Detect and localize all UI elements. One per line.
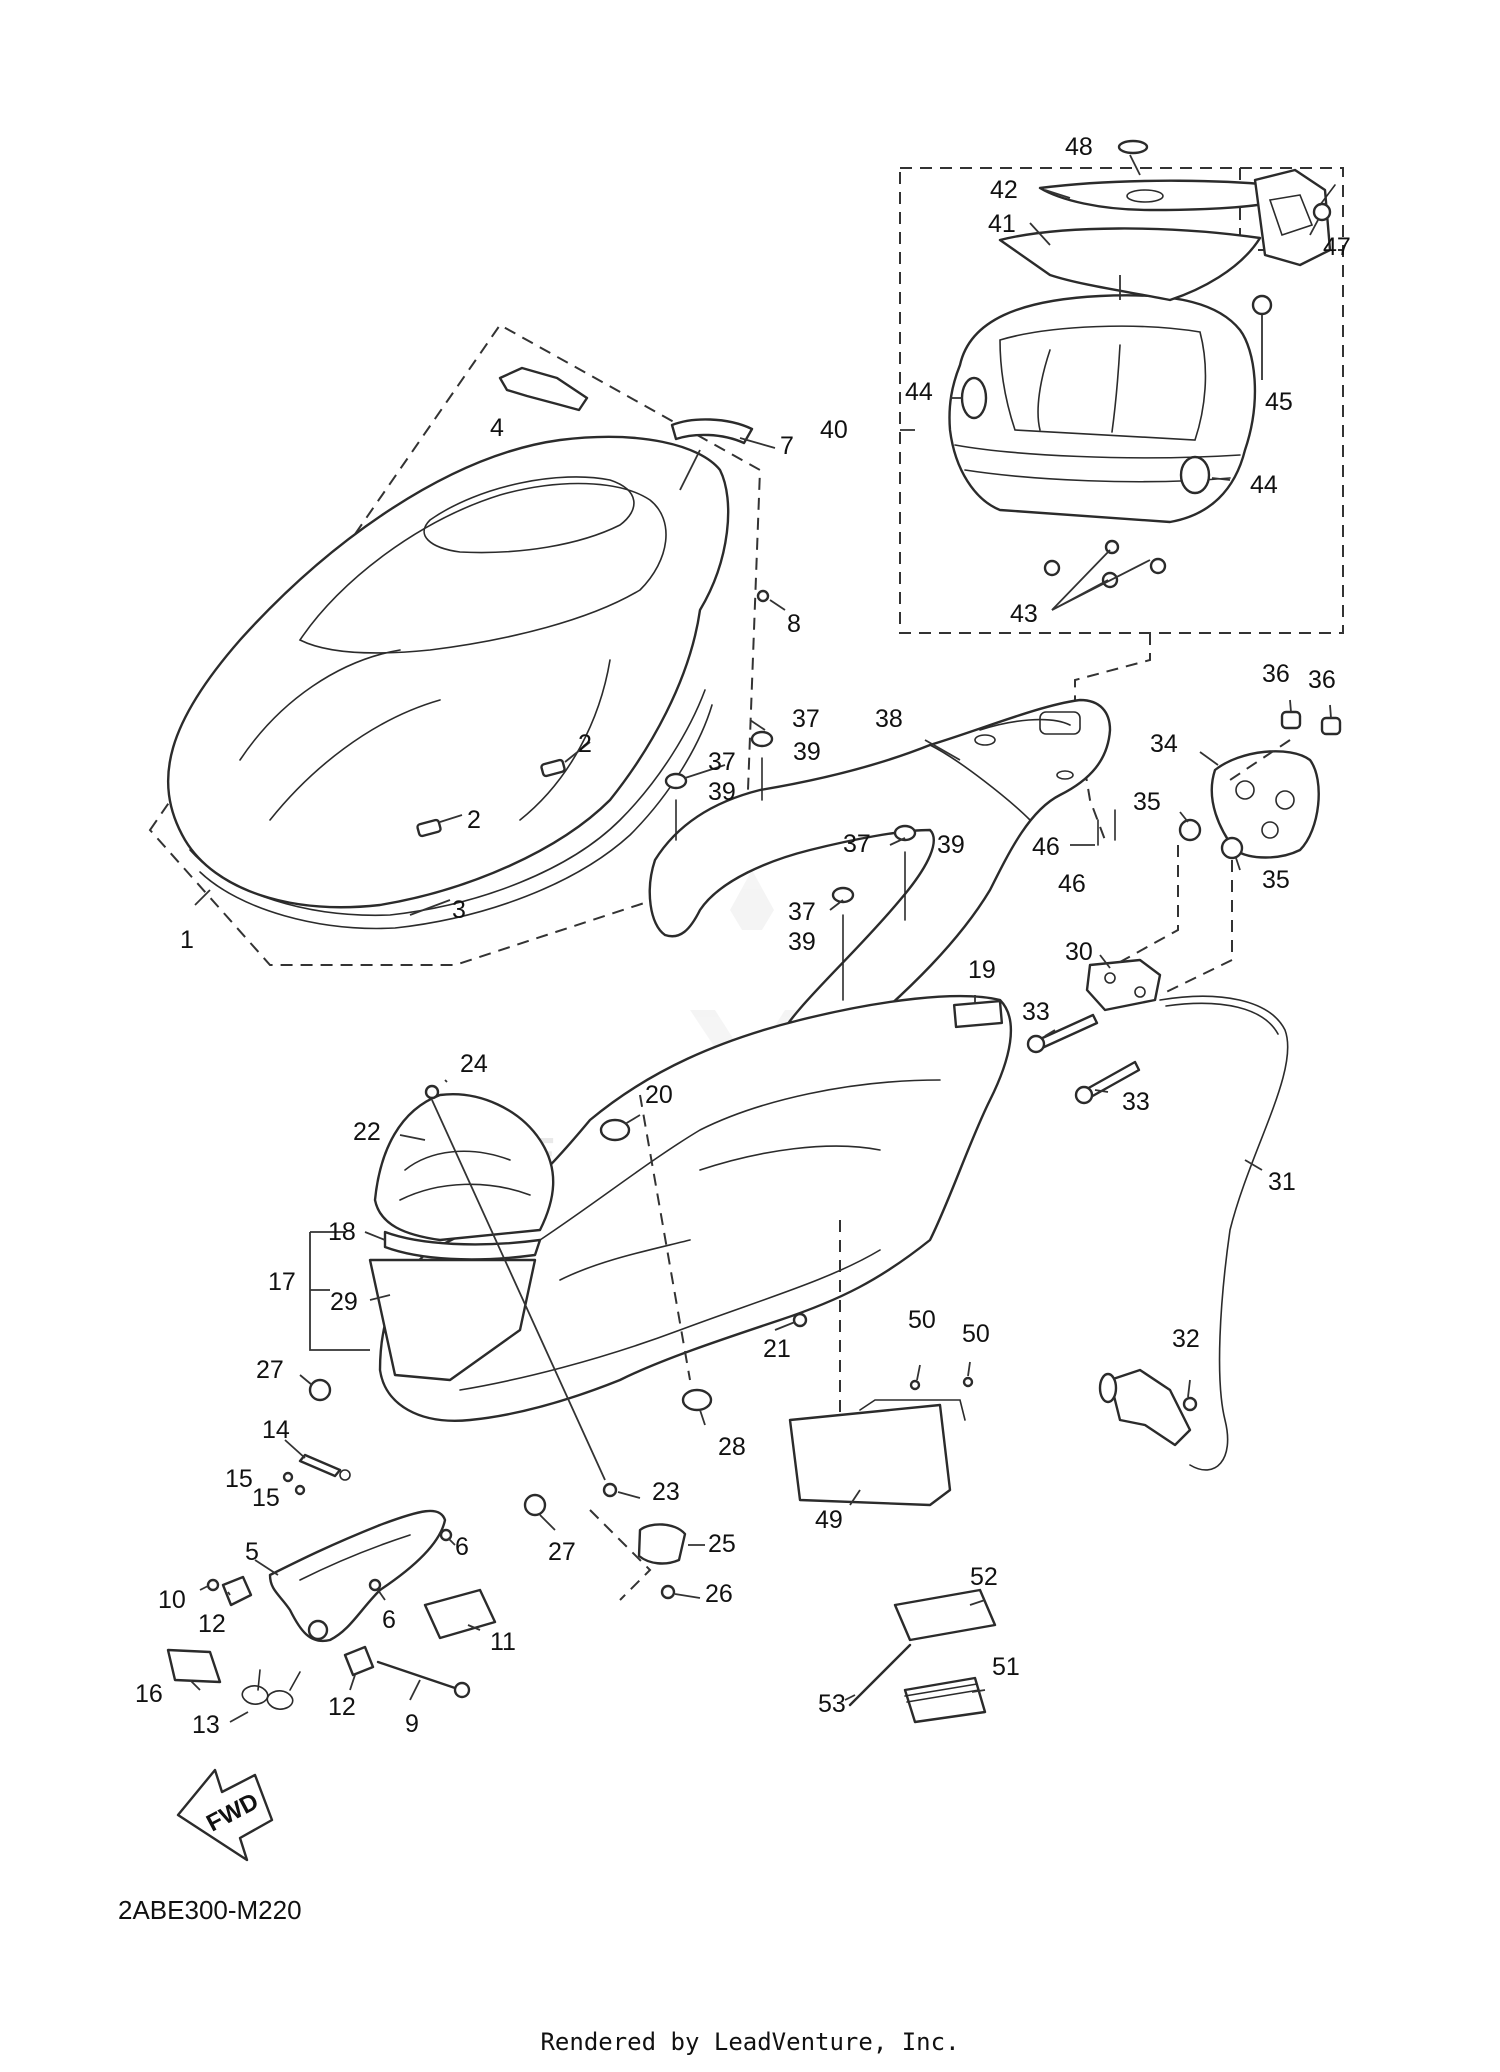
hinge-group bbox=[166, 1439, 497, 1723]
callout-33: 33 bbox=[1122, 1088, 1150, 1116]
callout-49: 49 bbox=[815, 1506, 843, 1534]
callout-4: 4 bbox=[490, 414, 504, 442]
callout-7: 7 bbox=[780, 432, 794, 460]
callout-47: 47 bbox=[1323, 233, 1351, 261]
callout-34: 34 bbox=[1150, 730, 1178, 758]
callout-35: 35 bbox=[1133, 788, 1161, 816]
callout-37: 37 bbox=[843, 830, 871, 858]
callout-50: 50 bbox=[962, 1320, 990, 1348]
latch-group bbox=[1026, 699, 1342, 1471]
callout-21: 21 bbox=[763, 1335, 791, 1363]
callout-29: 29 bbox=[330, 1288, 358, 1316]
callout-22: 22 bbox=[353, 1118, 381, 1146]
storage-box-group bbox=[299, 994, 1013, 1601]
callout-32: 32 bbox=[1172, 1325, 1200, 1353]
credit-footer: Rendered by LeadVenture, Inc. bbox=[540, 2028, 960, 2056]
callout-14: 14 bbox=[262, 1416, 290, 1444]
callout-43: 43 bbox=[1010, 600, 1038, 628]
callout-5: 5 bbox=[245, 1538, 259, 1566]
callout-42: 42 bbox=[990, 176, 1018, 204]
callout-18: 18 bbox=[328, 1218, 356, 1246]
callout-53: 53 bbox=[818, 1690, 846, 1718]
callout-labels: 1 2 2 3 4 5 6 6 7 8 9 10 11 12 12 13 14 … bbox=[135, 133, 1351, 1739]
callout-44: 44 bbox=[1250, 471, 1278, 499]
callout-27: 27 bbox=[548, 1538, 576, 1566]
callout-3: 3 bbox=[452, 896, 466, 924]
callout-39: 39 bbox=[793, 738, 821, 766]
callout-46: 46 bbox=[1032, 833, 1060, 861]
callout-37: 37 bbox=[708, 748, 736, 776]
callout-2: 2 bbox=[578, 730, 592, 758]
callout-25: 25 bbox=[708, 1530, 736, 1558]
callout-36: 36 bbox=[1308, 666, 1336, 694]
callout-8: 8 bbox=[787, 610, 801, 638]
callout-44: 44 bbox=[905, 378, 933, 406]
callout-12: 12 bbox=[328, 1693, 356, 1721]
callout-2: 2 bbox=[467, 806, 481, 834]
fwd-arrow-icon: FWD bbox=[176, 1768, 274, 1862]
callout-11: 11 bbox=[490, 1628, 516, 1656]
callout-19: 19 bbox=[968, 956, 996, 984]
callout-28: 28 bbox=[718, 1433, 746, 1461]
tray-group bbox=[788, 1220, 997, 1724]
callout-16: 16 bbox=[135, 1680, 163, 1708]
callout-48: 48 bbox=[1065, 133, 1093, 161]
callout-33: 33 bbox=[1022, 998, 1050, 1026]
callout-45: 45 bbox=[1265, 388, 1293, 416]
callout-12: 12 bbox=[198, 1610, 226, 1638]
callout-10: 10 bbox=[158, 1586, 186, 1614]
callout-13: 13 bbox=[192, 1711, 220, 1739]
callout-6: 6 bbox=[382, 1606, 396, 1634]
callout-37: 37 bbox=[788, 898, 816, 926]
callout-37: 37 bbox=[792, 705, 820, 733]
callout-39: 39 bbox=[788, 928, 816, 956]
callout-46: 46 bbox=[1058, 870, 1086, 898]
callout-39: 39 bbox=[708, 778, 736, 806]
callout-38: 38 bbox=[875, 705, 903, 733]
callout-27: 27 bbox=[256, 1356, 284, 1384]
callout-17: 17 bbox=[268, 1268, 296, 1296]
callout-30: 30 bbox=[1065, 938, 1093, 966]
top-case-group bbox=[899, 139, 1344, 634]
callout-40: 40 bbox=[820, 416, 848, 444]
callout-6: 6 bbox=[455, 1533, 469, 1561]
seat-group bbox=[148, 323, 786, 966]
callout-41: 41 bbox=[988, 210, 1016, 238]
callout-15: 15 bbox=[252, 1484, 280, 1512]
callout-51: 51 bbox=[992, 1653, 1020, 1681]
callout-39: 39 bbox=[937, 831, 965, 859]
callout-9: 9 bbox=[405, 1710, 419, 1738]
callout-15: 15 bbox=[225, 1465, 253, 1493]
callout-1: 1 bbox=[180, 926, 194, 954]
callout-50: 50 bbox=[908, 1306, 936, 1334]
callout-26: 26 bbox=[705, 1580, 733, 1608]
callout-52: 52 bbox=[970, 1563, 998, 1591]
callout-23: 23 bbox=[652, 1478, 680, 1506]
callout-24: 24 bbox=[460, 1050, 488, 1078]
callout-36: 36 bbox=[1262, 660, 1290, 688]
callout-35: 35 bbox=[1262, 866, 1290, 894]
diagram-code: 2ABE300-M220 bbox=[118, 1895, 302, 1925]
callout-31: 31 bbox=[1268, 1168, 1296, 1196]
callout-20: 20 bbox=[645, 1081, 673, 1109]
rack-group bbox=[648, 698, 1116, 1072]
